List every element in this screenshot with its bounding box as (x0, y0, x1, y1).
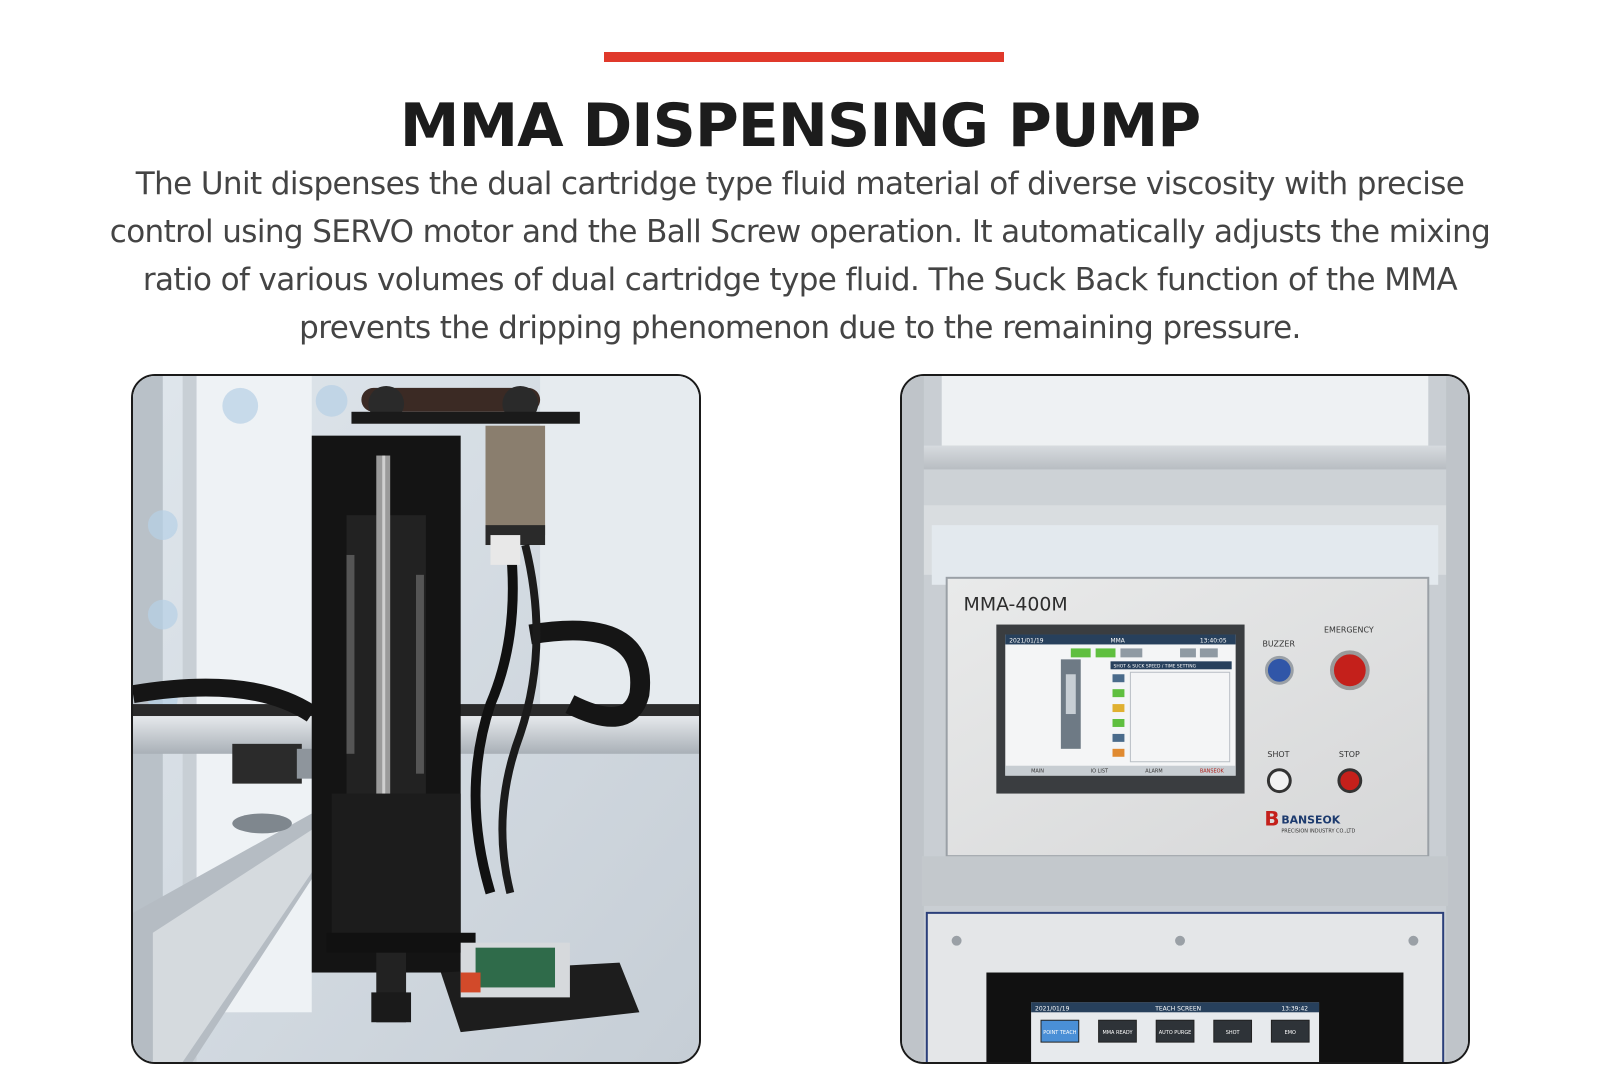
dispensing-head-illustration (133, 376, 699, 1062)
shot-button-icon (1266, 768, 1292, 794)
emergency-label: EMERGENCY (1324, 626, 1374, 635)
hmi-tab-io: IO LIST (1091, 769, 1109, 775)
teach-button-label: POINT TEACH (1043, 1030, 1077, 1036)
dispensing-head-photo (131, 374, 701, 1064)
hmi-time: 13:40:05 (1200, 637, 1227, 644)
stop-label: STOP (1339, 750, 1360, 759)
teach-time: 13:39:42 (1281, 1005, 1308, 1012)
teach-button-label: AUTO PURGE (1159, 1030, 1192, 1036)
teach-button-group: POINT TEACH MMA READY AUTO PURGE SHOT EM… (1040, 1019, 1310, 1043)
title-accent-bar (604, 52, 1004, 62)
teach-button-label: EMO (1285, 1030, 1296, 1036)
hmi-brand: BANSEOK (1200, 769, 1225, 775)
page-description: The Unit dispenses the dual cartridge ty… (109, 166, 1491, 346)
brand-subtitle: PRECISION INDUSTRY CO.,LTD (1281, 828, 1355, 834)
buzzer-button-icon (1264, 655, 1294, 685)
teach-date: 2021/01/19 (1035, 1005, 1070, 1012)
hmi-tab-alarm: ALARM (1145, 769, 1162, 775)
control-cabinet-illustration: MMA-400M 2021/01/19 MMA 13:40:05 SHOT & … (902, 376, 1468, 1062)
stop-button-icon (1337, 768, 1363, 794)
page-title: MMA DISPENSING PUMP (399, 91, 1202, 161)
hmi-date: 2021/01/19 (1009, 637, 1044, 644)
emergency-stop-icon (1329, 650, 1370, 691)
teach-button-label: MMA READY (1102, 1030, 1133, 1036)
brand-name: BANSEOK (1281, 813, 1340, 826)
buzzer-label: BUZZER (1262, 639, 1295, 648)
teach-title: TEACH SCREEN (1154, 1005, 1201, 1012)
hmi-tab-main: MAIN (1031, 769, 1044, 775)
shot-label: SHOT (1267, 750, 1289, 759)
hmi-title: MMA (1111, 637, 1126, 644)
teach-button-label: SHOT (1226, 1030, 1241, 1036)
control-cabinet-photo: MMA-400M 2021/01/19 MMA 13:40:05 SHOT & … (900, 374, 1470, 1064)
hmi-panel-title: SHOT & SUCK SPEED / TIME SETTING (1114, 663, 1197, 669)
brand-logo-icon: B (1264, 807, 1279, 830)
model-label: MMA-400M (964, 594, 1068, 616)
